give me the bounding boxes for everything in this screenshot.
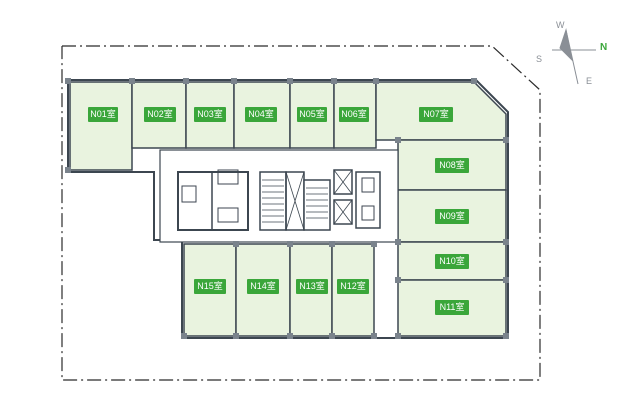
room-label-n15[interactable]: N15室 (194, 279, 226, 294)
room-label-n09[interactable]: N09室 (435, 209, 469, 224)
room-label-n13[interactable]: N13室 (296, 279, 328, 294)
room-label-n06[interactable]: N06室 (339, 107, 369, 122)
compass-rose (552, 28, 596, 85)
room-n01 (69, 81, 133, 171)
compass-south-label: S (536, 54, 543, 64)
room-label-n02[interactable]: N02室 (144, 107, 176, 122)
room-label-n10[interactable]: N10室 (435, 254, 469, 269)
room-label-n12[interactable]: N12室 (337, 279, 369, 294)
room-label-n05[interactable]: N05室 (297, 107, 327, 122)
compass-west-label: W (556, 20, 565, 30)
compass-east-label: E (586, 76, 593, 86)
room-label-n08[interactable]: N08室 (435, 158, 469, 173)
room-label-n11[interactable]: N11室 (435, 300, 469, 315)
room-label-n07[interactable]: N07室 (419, 107, 453, 122)
structural-columns (65, 78, 509, 339)
compass-north-label: N (600, 42, 608, 53)
building-core (159, 149, 399, 243)
room-label-n14[interactable]: N14室 (247, 279, 279, 294)
room-label-n04[interactable]: N04室 (245, 107, 277, 122)
room-label-n01[interactable]: N01室 (88, 107, 118, 122)
room-label-n03[interactable]: N03室 (194, 107, 226, 122)
